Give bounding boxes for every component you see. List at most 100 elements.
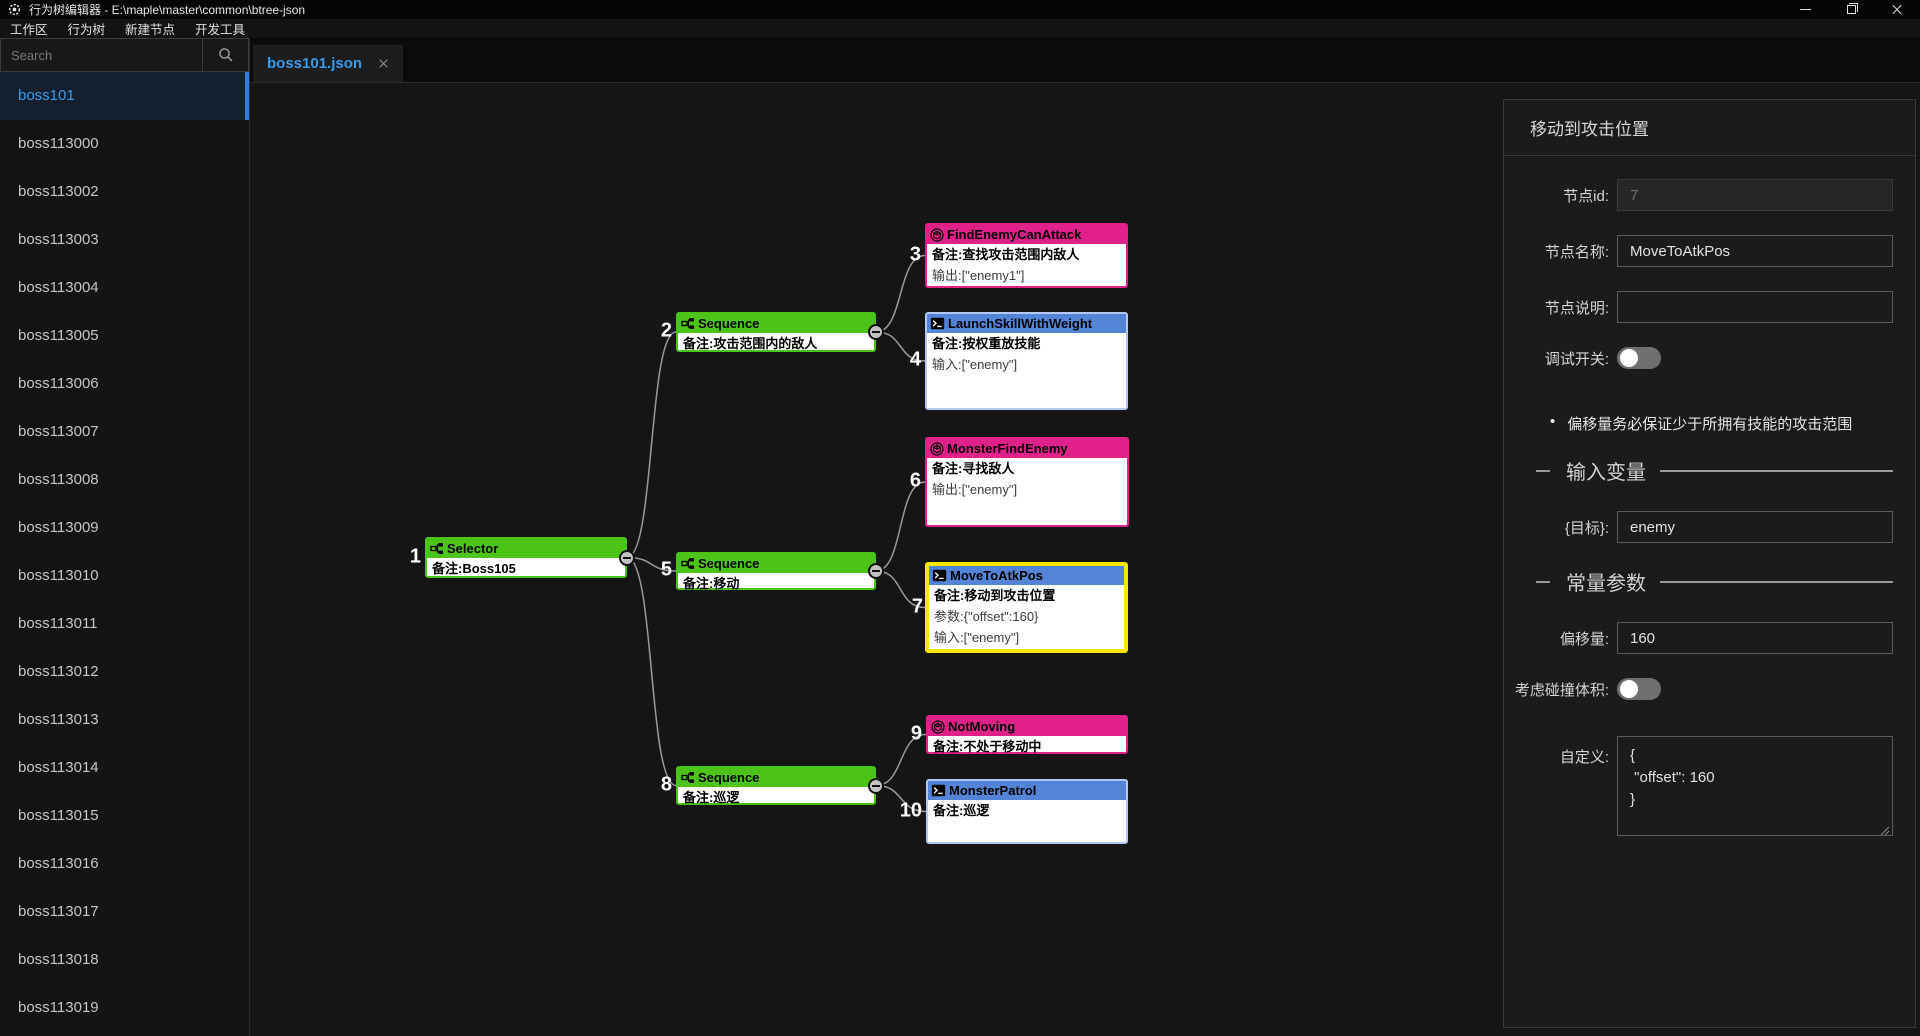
node-name-field[interactable] (1617, 235, 1893, 267)
node-body: 备注:巡逻 (928, 800, 1126, 821)
node-line: 备注:移动 (683, 576, 740, 591)
sidebar-item-boss113013[interactable]: boss113013 (18, 711, 99, 728)
behavior-tree-list: boss101 boss113000 boss113002 boss113003 bos… (0, 72, 249, 1036)
node-line: 输出:["enemy1"] (932, 268, 1025, 283)
node-line: 输出:["enemy"] (932, 482, 1018, 497)
sidebar-item-boss113017[interactable]: boss113017 (18, 903, 99, 920)
sidebar-item-boss113011[interactable]: boss113011 (18, 615, 98, 632)
cube-node-icon (930, 227, 944, 242)
node-body: 备注:寻找敌人输出:["enemy"] (927, 458, 1127, 500)
app-logo-icon (8, 3, 21, 16)
node-line: 备注:查找攻击范围内敌人 (932, 247, 1080, 262)
close-icon (1891, 4, 1903, 16)
section-input-vars: 输入变量 (1536, 456, 1893, 485)
sidebar-item-boss113009[interactable]: boss113009 (18, 519, 99, 536)
minimize-icon (1799, 9, 1811, 10)
offset-field[interactable] (1617, 622, 1893, 654)
debug-toggle[interactable] (1617, 347, 1661, 369)
node-title: Sequence (698, 556, 760, 571)
minimize-button[interactable] (1782, 0, 1828, 19)
node-body: 备注:移动 (678, 573, 874, 594)
tab-boss101[interactable]: boss101.json (253, 45, 404, 82)
section-const-params-title: 常量参数 (1566, 573, 1646, 595)
node-line: 备注:不处于移动中 (933, 739, 1042, 754)
custom-json-field[interactable]: { "offset": 160 } (1617, 736, 1893, 836)
node-body: 备注:巡逻 (678, 787, 874, 808)
node-line: 备注:按权重放技能 (932, 336, 1041, 351)
collision-toggle[interactable] (1617, 678, 1661, 700)
restore-icon (1846, 3, 1858, 14)
sidebar-item-boss113012[interactable]: boss113012 (18, 663, 99, 680)
collapse-dot[interactable] (868, 777, 884, 794)
composite-node-icon (681, 558, 694, 569)
menu-item-3[interactable]: 新建节点 (125, 23, 176, 37)
sidebar-item-boss113002[interactable]: boss113002 (18, 183, 99, 200)
node-desc-field[interactable] (1617, 291, 1893, 323)
terminal-node-icon (930, 317, 945, 330)
menu-item-2[interactable]: 行为树 (67, 23, 106, 37)
node-header: LaunchSkillWithWeight (927, 314, 1126, 333)
node-title: MoveToAtkPos (950, 568, 1043, 583)
section-input-vars-title: 输入变量 (1566, 462, 1646, 484)
offset-note: 偏移量务必保证少于所拥有技能的攻击范围 (1550, 413, 1893, 434)
sidebar-item-boss113010[interactable]: boss113010 (18, 567, 99, 584)
sidebar-item-boss113000[interactable]: boss113000 (18, 135, 99, 152)
collapse-dot[interactable] (868, 563, 884, 579)
sidebar-item-boss101[interactable]: boss101 (0, 72, 249, 120)
panel-title: 移动到攻击位置 (1504, 100, 1915, 156)
search-icon (218, 48, 232, 62)
node-body: 备注:查找攻击范围内敌人输出:["enemy1"] (927, 244, 1126, 286)
node-id-badge: 9 (910, 722, 922, 745)
tab-close-icon[interactable] (378, 58, 389, 69)
cube-node-icon (930, 441, 944, 456)
restore-button[interactable] (1828, 0, 1874, 19)
tree-node-Sequence[interactable]: Sequence 备注:移动 5 (661, 552, 884, 591)
sidebar-item-boss113006[interactable]: boss113006 (18, 375, 99, 392)
collapse-dot[interactable] (619, 549, 635, 566)
node-title: MonsterFindEnemy (947, 441, 1068, 456)
node-line: 备注:巡逻 (683, 790, 740, 805)
search-input[interactable] (1, 39, 202, 71)
sidebar-item-boss113005[interactable]: boss113005 (18, 327, 99, 344)
node-id-badge: 10 (899, 799, 922, 822)
menu-item-4[interactable]: 开发工具 (195, 23, 246, 37)
node-line: 备注:寻找敌人 (932, 461, 1015, 476)
composite-node-icon (681, 772, 694, 783)
collapse-dot[interactable] (868, 324, 884, 340)
node-id-badge: 4 (909, 348, 921, 371)
section-dash (1536, 580, 1550, 583)
node-title: FindEnemyCanAttack (947, 227, 1082, 242)
sidebar-item-boss113004[interactable]: boss113004 (18, 279, 99, 296)
node-id-badge: 5 (660, 558, 672, 581)
close-button[interactable] (1874, 0, 1920, 19)
menu-item-1[interactable]: 工作区 (10, 23, 48, 37)
node-title: Sequence (698, 770, 760, 785)
sidebar-item-boss113018[interactable]: boss113018 (18, 951, 99, 968)
sidebar-item-boss113019[interactable]: boss113019 (18, 999, 99, 1016)
sidebar-item-boss113003[interactable]: boss113003 (18, 231, 99, 248)
tree-node-FindEnemyCanAttack[interactable]: FindEnemyCanAttack 备注:查找攻击范围内敌人输出:["enemy… (910, 223, 1128, 288)
tab-strip: boss101.json (250, 38, 1920, 83)
node-body: 备注:不处于移动中 (928, 736, 1126, 757)
sidebar-item-boss113008[interactable]: boss113008 (18, 471, 99, 488)
node-id-badge: 2 (660, 319, 672, 342)
sidebar-item-boss113007[interactable]: boss113007 (18, 423, 99, 440)
node-title: LaunchSkillWithWeight (948, 316, 1093, 331)
node-title: Selector (447, 541, 499, 556)
sidebar-item-boss113016[interactable]: boss113016 (18, 855, 99, 872)
window-controls (1782, 0, 1920, 19)
sidebar-item-boss113015[interactable]: boss113015 (18, 807, 99, 824)
target-var-label: {目标}: (1564, 519, 1609, 537)
sidebar-item-boss113014[interactable]: boss113014 (18, 759, 99, 776)
target-var-field[interactable] (1617, 511, 1893, 543)
node-id-badge: 3 (909, 243, 921, 266)
search-button[interactable] (202, 39, 248, 71)
